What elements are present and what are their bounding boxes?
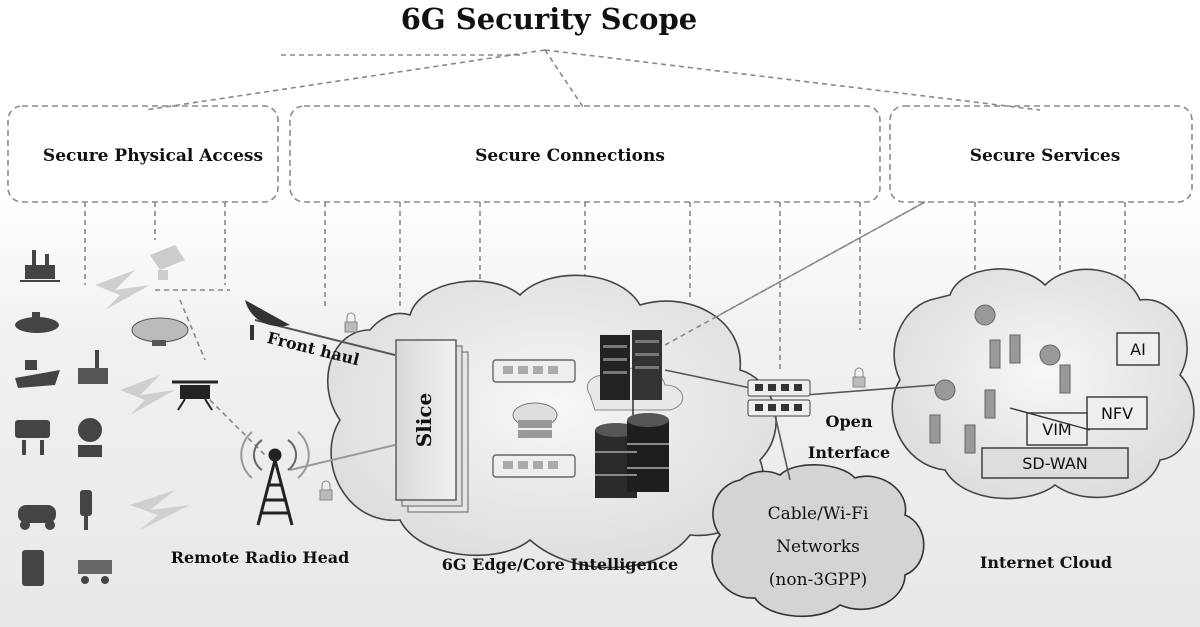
factory-icon [78,350,108,384]
edge-core-label: 6G Edge/Core Intelligence [442,555,678,574]
aerial-icons [131,245,290,411]
slice-label: Slice [412,393,436,448]
scope-box-services: Secure Services [889,105,1193,203]
wireless-signals [95,270,190,530]
sdwan-label: SD-WAN [1022,454,1087,473]
scope-label-services: Secure Services [970,146,1121,166]
submarine-icon [15,312,59,333]
scope-label-connections: Secure Connections [475,146,665,166]
cable-wifi-cloud: Cable/Wi-Fi Networks (non-3GPP) [711,464,925,618]
server-rack-icon [587,330,683,411]
sdwan-box: SD-WAN [981,447,1129,479]
vim-connector [1009,407,1091,431]
vim-box: VIM [1026,412,1088,446]
sensor-icon [78,560,112,584]
ai-box: AI [1116,332,1160,366]
drone-icon [172,380,218,411]
switch-icon-top [492,359,576,383]
cable-label-line2: Networks [776,537,860,557]
cloud-server-icon [512,402,558,438]
open-interface-label-line2: Interface [808,443,890,462]
title-connectors [144,49,1041,111]
oil-rig-icon [20,250,60,282]
scope-box-physical: Secure Physical Access [7,105,279,203]
open-interface-label-line1: Open [826,412,873,431]
scope-label-physical: Secure Physical Access [43,146,263,166]
nfv-box: NFV [1086,396,1148,430]
remote-radio-head-label: Remote Radio Head [171,548,350,567]
slice-stack: Slice [395,339,469,513]
cell-tower-icon [240,431,310,526]
cloud-node-icons [929,304,1071,454]
open-interface-switch-icon [747,379,811,417]
traffic-light-icon [80,490,92,530]
airship-icon [131,317,189,346]
vim-label: VIM [1042,420,1071,439]
cable-label-line1: Cable/Wi-Fi [768,504,869,524]
machine-icon [15,420,50,455]
ship-icon [15,360,60,388]
ai-label: AI [1130,340,1146,359]
car-icon [18,505,56,530]
diagram-title: 6G Security Scope [401,2,698,36]
nfv-label: NFV [1101,404,1133,423]
phone-icon [22,550,44,586]
scope-box-connections: Secure Connections [289,105,881,203]
satellite-dish-icon [245,300,290,340]
switch-icon-bottom [492,454,576,478]
database-icon [595,413,669,498]
internet-cloud-label: Internet Cloud [980,553,1112,572]
balloon-icon [150,245,185,280]
lock-icon [319,312,866,501]
device-icons [15,250,112,586]
cable-label-line3: (non-3GPP) [769,570,867,590]
robot-icon [78,418,102,457]
